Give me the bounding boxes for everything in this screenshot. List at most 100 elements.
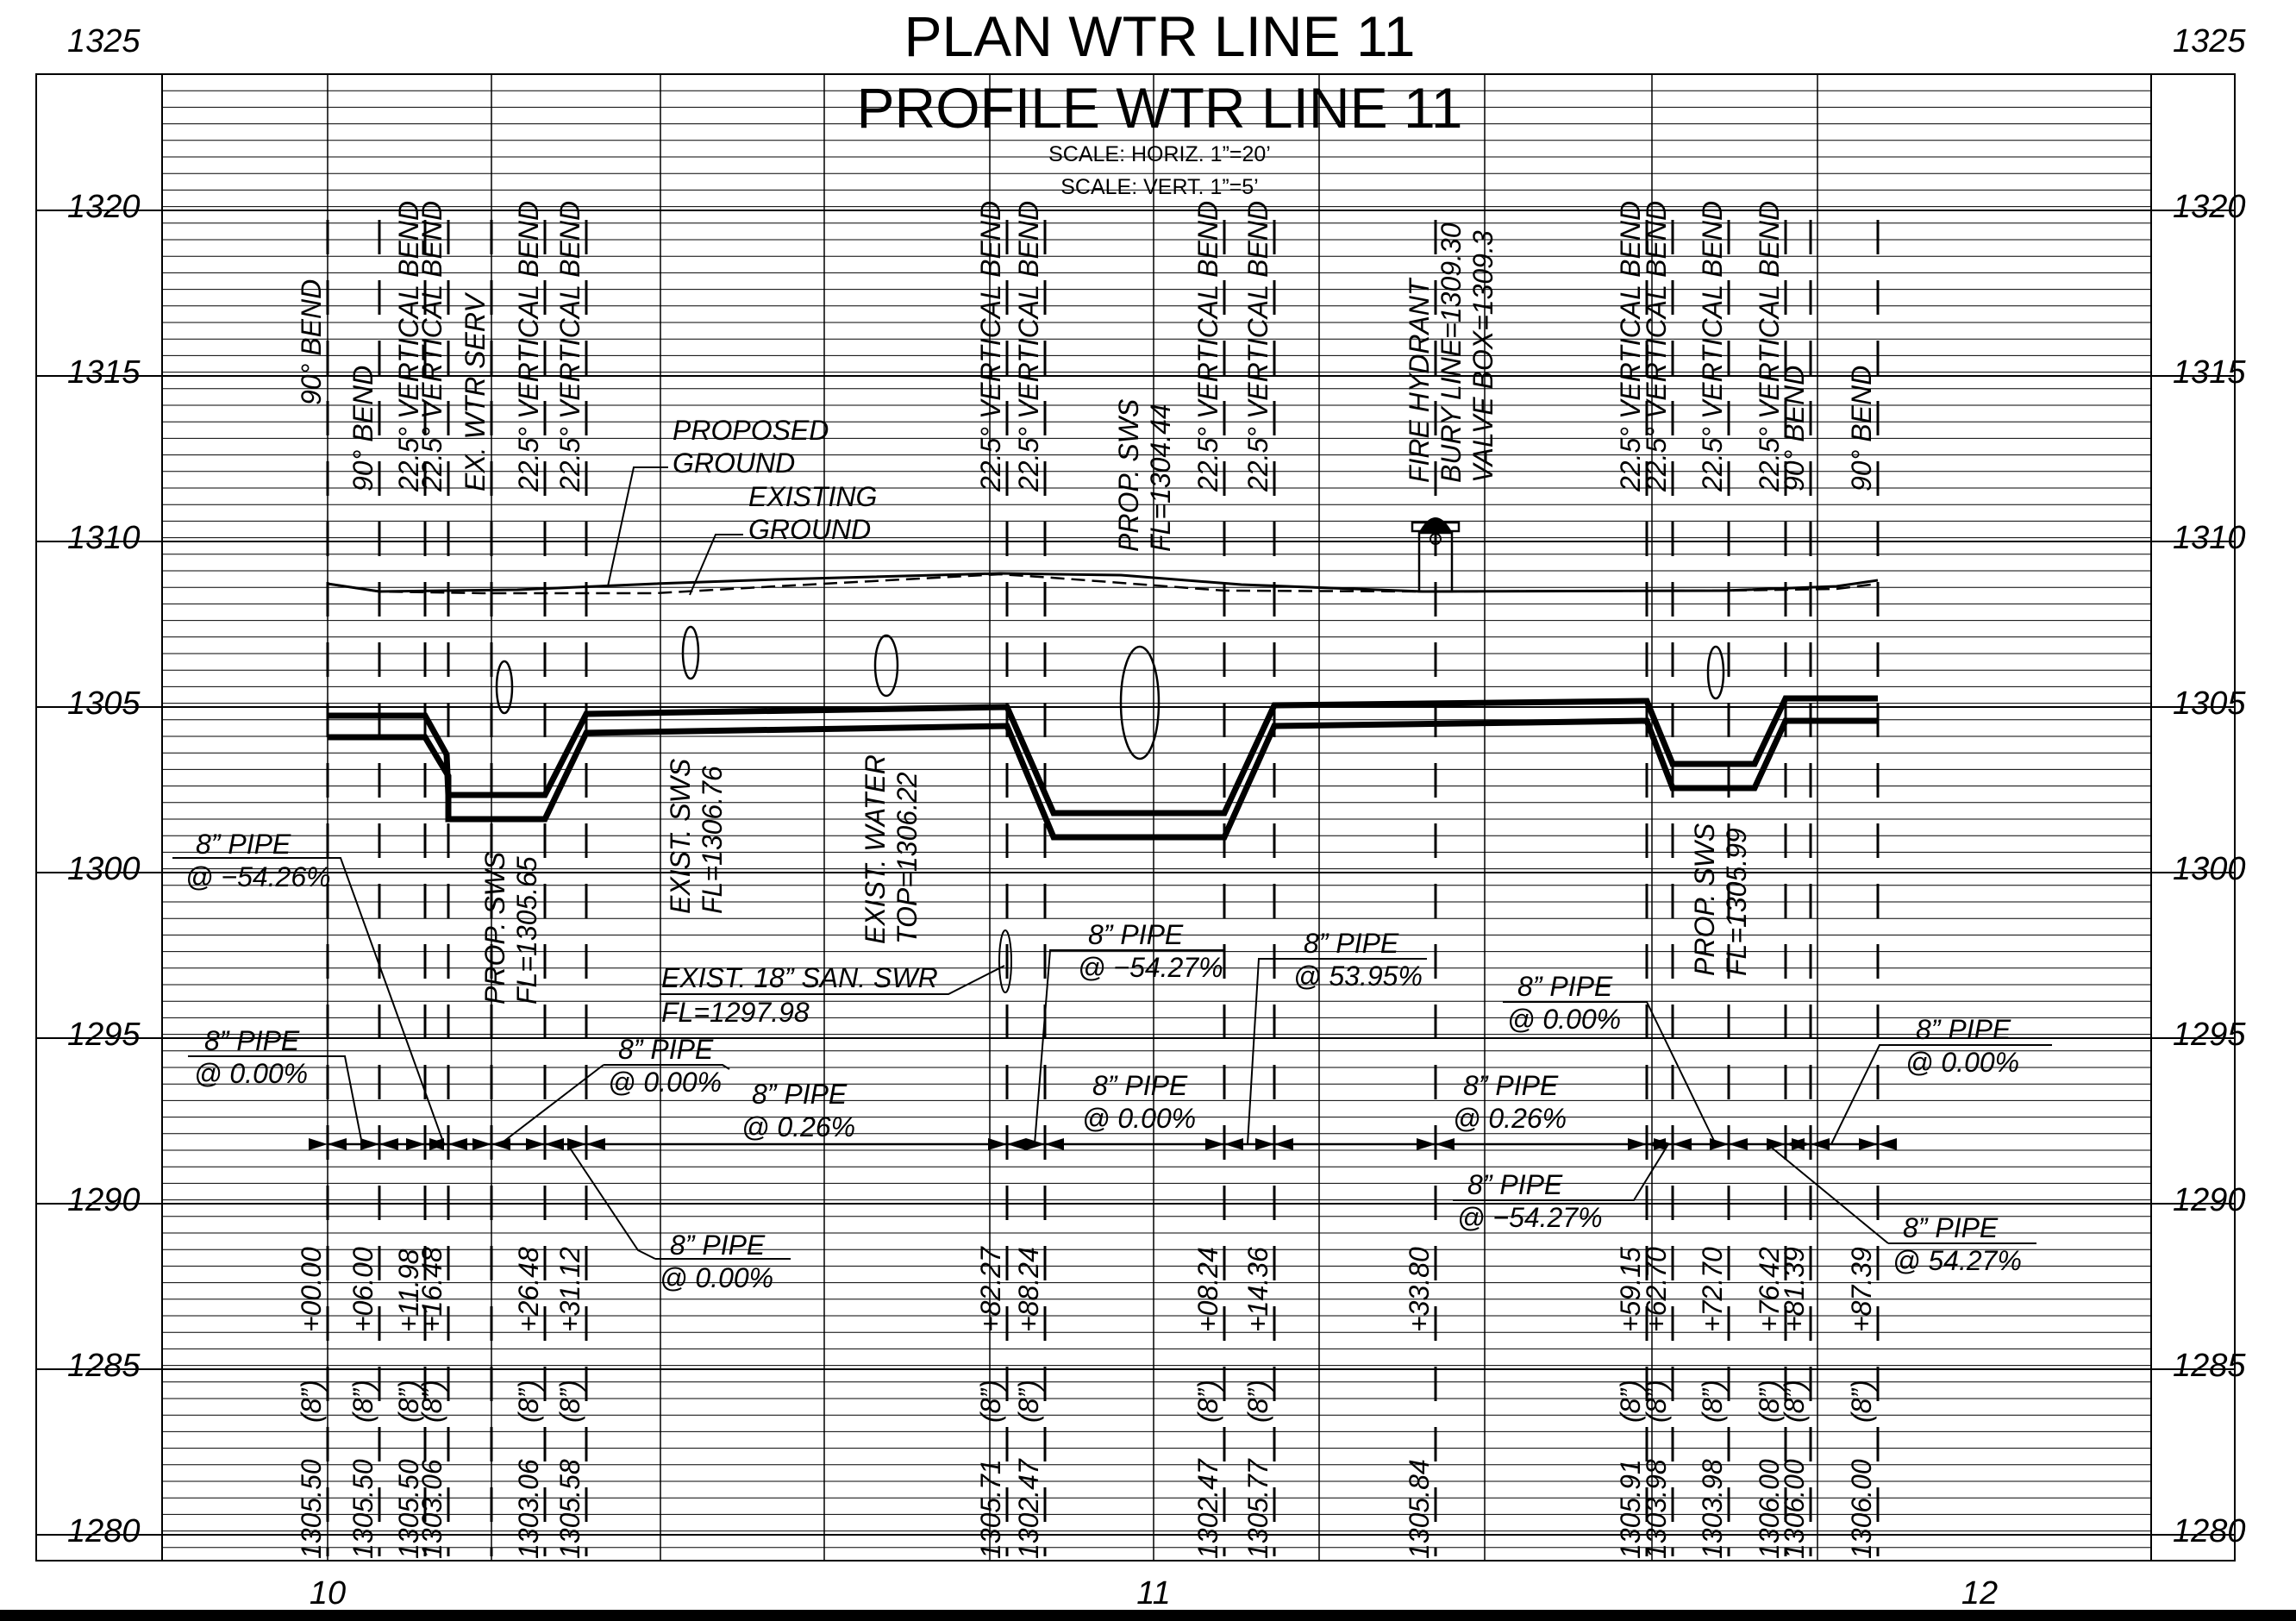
invert-elevation: 1303.98 [1641,1459,1672,1559]
station-number: 10 [310,1575,346,1612]
pipe-slope-label: @ 0.00% [1082,1103,1196,1134]
pipe-size: (8”) [1846,1380,1877,1423]
elevation-label-right: 1320 [2173,189,2246,225]
pipe-slope-label: @ 0.00% [608,1067,722,1098]
fitting-label: 22.5° VERTICAL BEND [393,201,424,492]
invert-elevation: 1306.00 [1846,1459,1877,1559]
station-value: +59.15 [1615,1247,1646,1332]
pipe-label-leader [1503,1001,1717,1145]
pipe-bottom-line [328,717,1878,841]
elevation-label-right: 1325 [2173,23,2246,59]
exist-sws-label: EXIST. SWS [665,759,696,914]
station-value: +72.70 [1697,1247,1728,1332]
pipe-slope-label: @ 0.26% [1453,1103,1567,1134]
invert-elevation: 1306.00 [1779,1459,1810,1559]
fitting-label: EX. WTR SERV [460,292,491,491]
bottom-border [0,1610,2296,1621]
pipe-size-label: 8” PIPE [670,1230,766,1261]
elevation-label-left: 1290 [67,1182,141,1218]
invert-elevation: 1305.50 [393,1459,424,1559]
elevation-label-left: 1305 [67,685,141,722]
fitting-label: 22.5° VERTICAL BEND [1641,201,1672,492]
pipe-size-label: 8” PIPE [1304,928,1399,959]
pipe-slope-label: @ −54.26% [185,861,331,892]
station-value: +11.98 [393,1249,424,1332]
station-value: +26.48 [513,1247,544,1332]
dimension-arrow [1729,1138,1748,1150]
pipe-slope-label: @ −54.27% [1457,1202,1603,1233]
pipe-size: (8”) [1615,1380,1646,1423]
fitting-label: 22.5° VERTICAL BEND [416,201,447,492]
dimension-arrow [1224,1138,1243,1150]
dimension-arrow [472,1138,491,1150]
pipe-size-label: 8” PIPE [204,1025,300,1056]
proposed-ground-label: GROUND [673,447,795,479]
dimension-arrow [988,1138,1007,1150]
san-swr-crossing [998,929,1012,993]
pipe-size: (8”) [296,1380,327,1423]
station-value: +08.24 [1192,1247,1223,1332]
fitting-label: 22.5° VERTICAL BEND [1615,201,1646,492]
pipe-slope-label: @ 0.00% [194,1058,308,1089]
elevation-label-left: 1285 [67,1348,141,1384]
prop-sws-crossing [495,660,514,715]
pipe-size: (8”) [1192,1380,1223,1423]
fitting-label: 22.5° VERTICAL BEND [975,201,1006,492]
pipe-size: (8”) [416,1380,447,1423]
pipe-size-label: 8” PIPE [1467,1169,1563,1200]
elevation-label-left: 1325 [67,23,141,59]
dimension-arrow [1274,1138,1293,1150]
pipe-size: (8”) [1242,1380,1273,1423]
invert-elevation: 1303.06 [513,1459,544,1559]
dimension-arrow [586,1138,605,1150]
invert-elevation: 1302.47 [1192,1458,1223,1559]
dimension-arrow [1673,1138,1692,1150]
profile-title: PROFILE WTR LINE 11 [857,76,1463,140]
fitting-label: 22.5° VERTICAL BEND [1697,201,1728,492]
station-value: +82.27 [975,1246,1006,1332]
elevation-label-right: 1315 [2173,354,2246,391]
prop-sws-label: FL=1305.65 [511,856,542,1005]
pipe-slope-label: @ 53.95% [1293,961,1423,992]
invert-elevation: 1305.91 [1615,1459,1646,1559]
dimension-arrow [328,1138,347,1150]
fitting-label: 90° BEND [1846,366,1877,491]
elevation-label-left: 1310 [67,520,141,556]
elevation-label-right: 1290 [2173,1182,2246,1218]
fitting-label: 22.5° VERTICAL BEND [1192,201,1223,492]
elevation-grid [35,73,2236,1562]
dimension-arrow [1811,1138,1830,1150]
pipe-label-leader [568,1146,791,1260]
dimension-arrow [1007,1138,1026,1150]
elevation-label-right: 1295 [2173,1017,2246,1053]
scale-vertical: SCALE: VERT. 1”=5’ [1060,175,1259,199]
outer-frame [35,73,2236,1562]
dimension-arrow [545,1138,564,1150]
pipe-label-leader [188,1055,363,1145]
pipe-size: (8”) [554,1380,585,1423]
elevation-label-left: 1320 [67,189,141,225]
pipe-slope-label: @ 0.26% [741,1111,855,1142]
exist-water-label: EXIST. WATER [860,754,891,944]
dimension-arrow [1859,1138,1878,1150]
pipe-slope-label: @ 0.00% [1507,1004,1621,1035]
dimension-arrow [360,1138,379,1150]
san-swr-label: EXIST. 18” SAN. SWR [661,962,938,993]
pipe-size: (8”) [1697,1380,1728,1423]
elevation-label-right: 1300 [2173,851,2246,887]
dimension-arrow [1045,1138,1064,1150]
fitting-label: 90° BEND [296,279,327,405]
dimension-arrow [379,1138,398,1150]
pipe-size-label: 8” PIPE [1517,971,1613,1002]
scale-horizontal: SCALE: HORIZ. 1”=20’ [1048,142,1271,166]
fitting-label: 22.5° VERTICAL BEND [1754,201,1785,492]
prop-sws-crossing-2 [1119,645,1161,760]
pipe-label-leader [1453,1143,1669,1201]
pipe-label-leader [1830,1044,2052,1145]
station-value: +00.00 [296,1247,327,1332]
pipe-label-leader [1767,1143,2036,1244]
elevation-label-left: 1300 [67,851,141,887]
